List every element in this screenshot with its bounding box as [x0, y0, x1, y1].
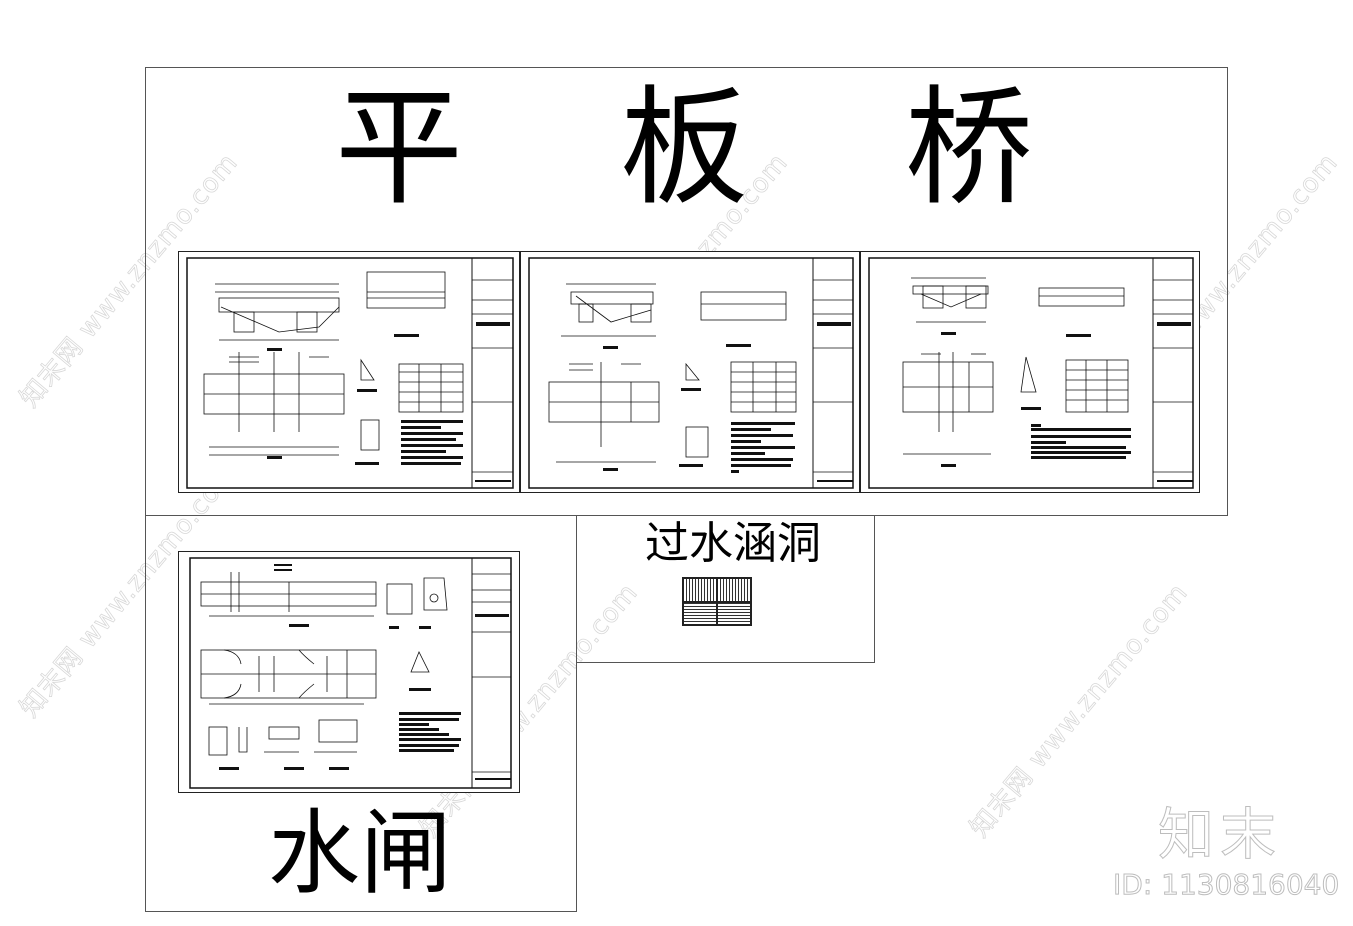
- sluice-gate-frame: [145, 515, 577, 912]
- culvert-sheet-thumbnails: [682, 577, 752, 626]
- bridge-title-char-2: 板: [620, 74, 749, 223]
- cad-drawing: [186, 257, 514, 489]
- brand-id: ID: 1130816040: [1112, 868, 1340, 902]
- culvert-frame: [576, 515, 875, 663]
- sluice-gate-title: 水闸: [268, 800, 453, 907]
- cad-drawing: [868, 257, 1194, 489]
- culvert-sheet-2[interactable]: [718, 579, 750, 601]
- bridge-drawing-sheet-2[interactable]: [520, 251, 860, 493]
- culvert-title: 过水涵洞: [645, 518, 821, 569]
- cad-drawing: [189, 557, 512, 789]
- bridge-title-char-3: 桥: [905, 74, 1034, 223]
- brand-logo: 知末: [1158, 803, 1282, 869]
- bridge-title-char-1: 平: [335, 74, 464, 223]
- sluice-gate-drawing-sheet[interactable]: [178, 551, 520, 793]
- bridge-drawing-sheet-3[interactable]: [860, 251, 1200, 493]
- culvert-sheet-3[interactable]: [684, 602, 716, 624]
- bridge-drawing-sheet-1[interactable]: [178, 251, 520, 493]
- culvert-sheet-4[interactable]: [718, 602, 750, 624]
- cad-drawing: [528, 257, 854, 489]
- culvert-sheet-1[interactable]: [684, 579, 716, 601]
